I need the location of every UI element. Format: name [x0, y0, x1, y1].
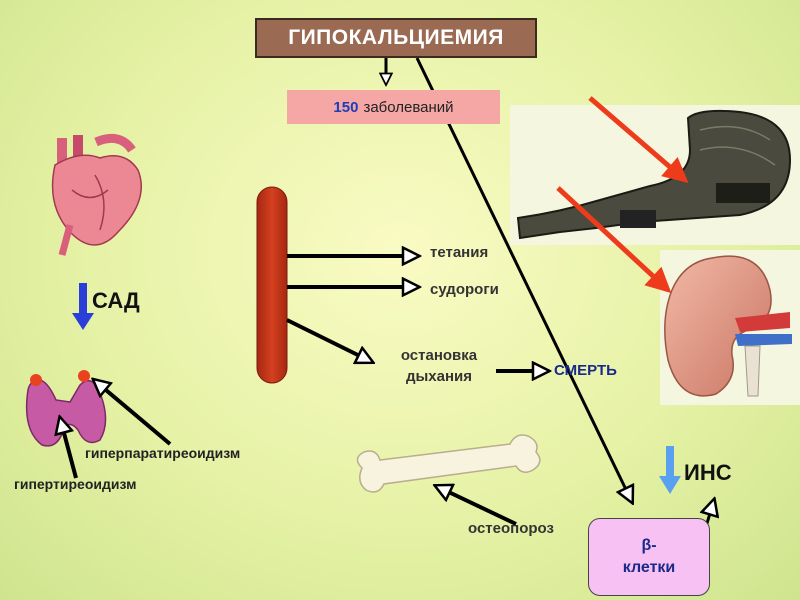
red-arrow-stomach — [588, 96, 685, 180]
sad-label: САД — [92, 288, 140, 313]
respiratory-arrest-label: остановка дыхания — [384, 345, 494, 387]
title-box: ГИПОКАЛЬЦИЕМИЯ — [255, 18, 537, 58]
heart-icon — [51, 133, 142, 256]
diseases-count-box: 150 заболеваний — [287, 90, 500, 124]
bone-icon — [356, 434, 541, 493]
blue-down-arrow — [72, 283, 94, 330]
osteoporosis-label: остеопороз — [468, 520, 554, 537]
thyroid-icon — [25, 370, 107, 447]
respiratory-arrest-line2: дыхания — [405, 368, 473, 385]
ins-label: ИНС — [684, 460, 732, 485]
seizures-label: судороги — [430, 281, 499, 298]
kidney-icon — [660, 250, 800, 405]
beta-line1: β- — [641, 537, 657, 554]
title-text: ГИПОКАЛЬЦИЕМИЯ — [288, 26, 504, 49]
beta-line2: клетки — [622, 559, 676, 576]
arrow-hyperparathyroidism — [94, 380, 172, 446]
death-label: СМЕРТЬ — [554, 362, 617, 379]
arrow-to-respiratory-arrest — [286, 318, 372, 362]
stomach-icon — [510, 105, 800, 245]
hyperthyroidism-label: гипертиреоидизм — [14, 476, 137, 492]
arrow-osteoporosis — [436, 486, 517, 526]
diseases-count: 150 — [333, 98, 359, 116]
red-arrow-kidney — [556, 186, 668, 290]
diseases-label: заболеваний — [363, 98, 454, 116]
arrow-hyperthyroidism — [60, 418, 78, 479]
beta-cells-box: β- клетки — [588, 518, 710, 596]
hyperparathyroidism-label: гиперпаратиреоидизм — [85, 445, 241, 461]
blue-down-arrow-ins — [659, 446, 681, 494]
arrow-title-to-beta-cells — [415, 57, 632, 502]
respiratory-arrest-line1: остановка — [400, 347, 478, 364]
tetany-label: тетания — [430, 244, 489, 261]
calcium-capsule — [256, 186, 288, 384]
